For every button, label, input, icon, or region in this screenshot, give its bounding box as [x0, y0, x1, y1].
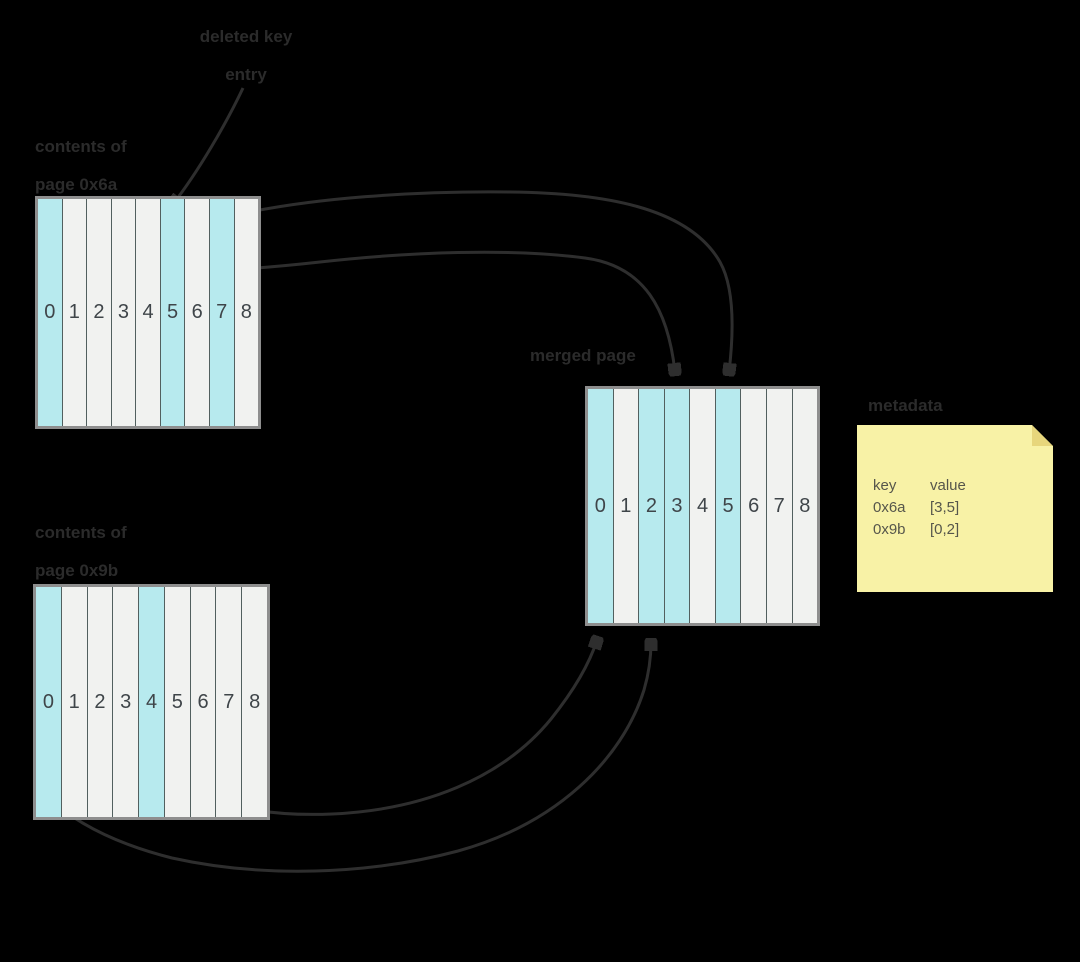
cell-8: 8 — [234, 199, 259, 426]
cell-number: 3 — [671, 494, 683, 517]
cell-number: 6 — [748, 494, 760, 517]
cell-8: 8 — [792, 389, 818, 623]
cell-3: 3 — [113, 587, 140, 817]
cell-number: 2 — [94, 690, 106, 713]
arrow-annotation-to-slot5 — [173, 87, 245, 204]
arrow-pageA-slot7-to-merged-slot5 — [226, 190, 732, 372]
cell-number: 8 — [249, 690, 261, 713]
note-header-row: key value — [873, 475, 966, 497]
cell-1: 1 — [62, 199, 88, 426]
sticky-note: key value 0x6a [3,5] 0x9b [0,2] — [857, 425, 1053, 592]
note-col-value: value — [930, 477, 966, 494]
cell-4: 4 — [139, 587, 165, 817]
cell-number: 1 — [68, 301, 80, 323]
cell-6: 6 — [185, 199, 210, 426]
annotation-label: deleted key entry — [193, 27, 299, 84]
cell-number: 5 — [722, 494, 734, 517]
note-row-value: [0,2] — [930, 521, 960, 538]
cell-2: 2 — [87, 587, 114, 817]
page-a-label-line1: contents of — [35, 137, 127, 156]
note-row: 0x9b [0,2] — [873, 519, 966, 541]
note-col-key: key — [873, 477, 897, 494]
cell-7: 7 — [766, 389, 793, 623]
cell-number: 4 — [145, 690, 158, 713]
cell-1: 1 — [61, 587, 88, 817]
cell-1: 1 — [613, 389, 640, 623]
page-b-label: contents of page 0x9b — [35, 523, 127, 580]
annotation-line1: deleted key — [199, 27, 293, 46]
cell-8: 8 — [242, 587, 268, 817]
page-a-label-line2: page 0x6a — [35, 175, 118, 194]
note-row-key: 0x9b — [873, 521, 906, 538]
cell-2: 2 — [639, 389, 665, 623]
cell-number: 4 — [142, 301, 154, 323]
cell-7: 7 — [209, 199, 235, 426]
annotation-line2: entry — [225, 65, 267, 84]
cell-number: 3 — [117, 301, 130, 323]
cell-2: 2 — [87, 199, 112, 426]
merged-label: merged page — [530, 346, 636, 365]
note-row-value: [3,5] — [930, 499, 960, 516]
cell-5: 5 — [715, 389, 742, 623]
page-b-label-line1: contents of — [35, 523, 127, 542]
cell-number: 0 — [42, 690, 54, 713]
cell-number: 6 — [191, 301, 203, 323]
note-body: key value 0x6a [3,5] 0x9b [0,2] — [873, 475, 966, 541]
cell-6: 6 — [741, 389, 767, 623]
cell-6: 6 — [190, 587, 217, 817]
cell-number: 8 — [799, 494, 811, 517]
cell-number: 0 — [594, 494, 606, 517]
cell-3: 3 — [664, 389, 691, 623]
cell-4: 4 — [690, 389, 716, 623]
cell-number: 5 — [171, 690, 183, 713]
cell-5: 5 — [160, 199, 186, 426]
cell-number: 2 — [645, 494, 657, 517]
cell-number: 7 — [773, 494, 785, 517]
arrow-pageB-slot0-to-merged-slot2 — [44, 642, 651, 873]
page-a-label: contents of page 0x6a — [35, 137, 127, 194]
cell-number: 8 — [240, 301, 252, 323]
cell-number: 0 — [44, 301, 56, 323]
cell-0: 0 — [36, 587, 62, 817]
cell-0: 0 — [588, 389, 614, 623]
note-row: 0x6a [3,5] — [873, 497, 966, 519]
cell-number: 6 — [197, 690, 209, 713]
cell-0: 0 — [38, 199, 63, 426]
note-row-key: 0x6a — [873, 499, 906, 516]
note-label: metadata — [868, 396, 943, 415]
cell-number: 7 — [216, 301, 228, 323]
cell-number: 3 — [120, 690, 132, 713]
cell-7: 7 — [216, 587, 243, 817]
cell-number: 4 — [696, 494, 709, 517]
cell-number: 1 — [620, 494, 632, 517]
cell-5: 5 — [164, 587, 191, 817]
page-b-label-line2: page 0x9b — [35, 561, 119, 580]
cell-4: 4 — [136, 199, 161, 426]
cell-number: 2 — [93, 301, 105, 323]
cell-number: 1 — [68, 690, 80, 713]
cell-number: 5 — [167, 301, 179, 323]
cell-3: 3 — [111, 199, 137, 426]
cell-number: 7 — [223, 690, 235, 713]
